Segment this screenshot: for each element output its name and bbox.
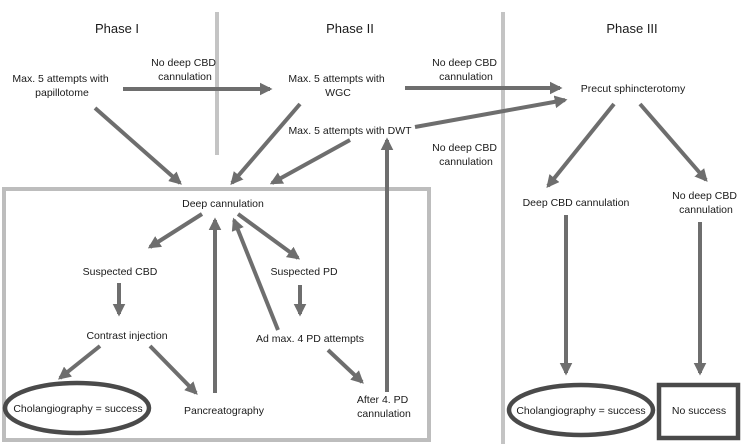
node-deep-cannulation: Deep cannulation [182, 198, 264, 210]
phase-frame [2, 187, 431, 442]
phase-title-1: Phase I [95, 21, 139, 36]
edge-label-no-cbd-1: No deep CBD cannulation [151, 57, 219, 83]
node-no-deep-cbd-right: No deep CBD cannulation [672, 190, 740, 216]
node-deep-cbd: Deep CBD cannulation [523, 197, 630, 209]
arrow-contrast-to-pancreato [148, 344, 198, 395]
arrow-precut-to-no-deep [638, 102, 708, 182]
node-pancreatography: Pancreatography [184, 405, 265, 417]
arrow-dwt-to-deep [269, 138, 351, 185]
node-dwt: Max. 5 attempts with DWT [288, 125, 412, 137]
node-after-pd: After 4. PD cannulation [357, 394, 411, 420]
arrow-dwt-to-precut [414, 95, 568, 129]
node-papillotome: Max. 5 attempts with papillotome [12, 73, 111, 99]
arrow-deep-to-suspected-cbd [147, 212, 204, 249]
phase-title-2: Phase II [326, 21, 374, 36]
node-suspected-pd: Suspected PD [270, 266, 338, 278]
node-precut: Precut sphincterotomy [581, 83, 686, 95]
arrow-precut-to-deep-cbd [546, 102, 616, 188]
arrow-ad-pd-to-deep [231, 217, 280, 331]
phase-title-3: Phase III [606, 21, 657, 36]
edge-label-no-cbd-2: No deep CBD cannulation [432, 57, 500, 83]
node-ad-pd-attempts: Ad max. 4 PD attempts [256, 333, 364, 345]
node-suspected-cbd: Suspected CBD [83, 266, 158, 278]
node-cholangio-left: Cholangiography = success [13, 403, 142, 415]
node-cholangio-right: Cholangiography = success [516, 405, 645, 417]
cholangio-right-ellipse [506, 382, 656, 438]
arrow-ad-pd-to-after [326, 348, 364, 384]
arrow-contrast-to-cholangio [58, 344, 102, 380]
arrow-wgc-to-deep [230, 102, 302, 185]
node-contrast-injection: Contrast injection [86, 330, 167, 342]
no-success-box [656, 382, 741, 441]
arrow-deep-to-suspected-pd [236, 212, 301, 260]
cholangio-left-ellipse [2, 380, 152, 436]
node-no-success: No success [672, 405, 726, 417]
edge-label-no-cbd-3: No deep CBD cannulation [432, 142, 500, 168]
node-wgc: Max. 5 attempts with WGC [288, 73, 387, 99]
arrow-papillotome-to-deep [93, 106, 182, 185]
